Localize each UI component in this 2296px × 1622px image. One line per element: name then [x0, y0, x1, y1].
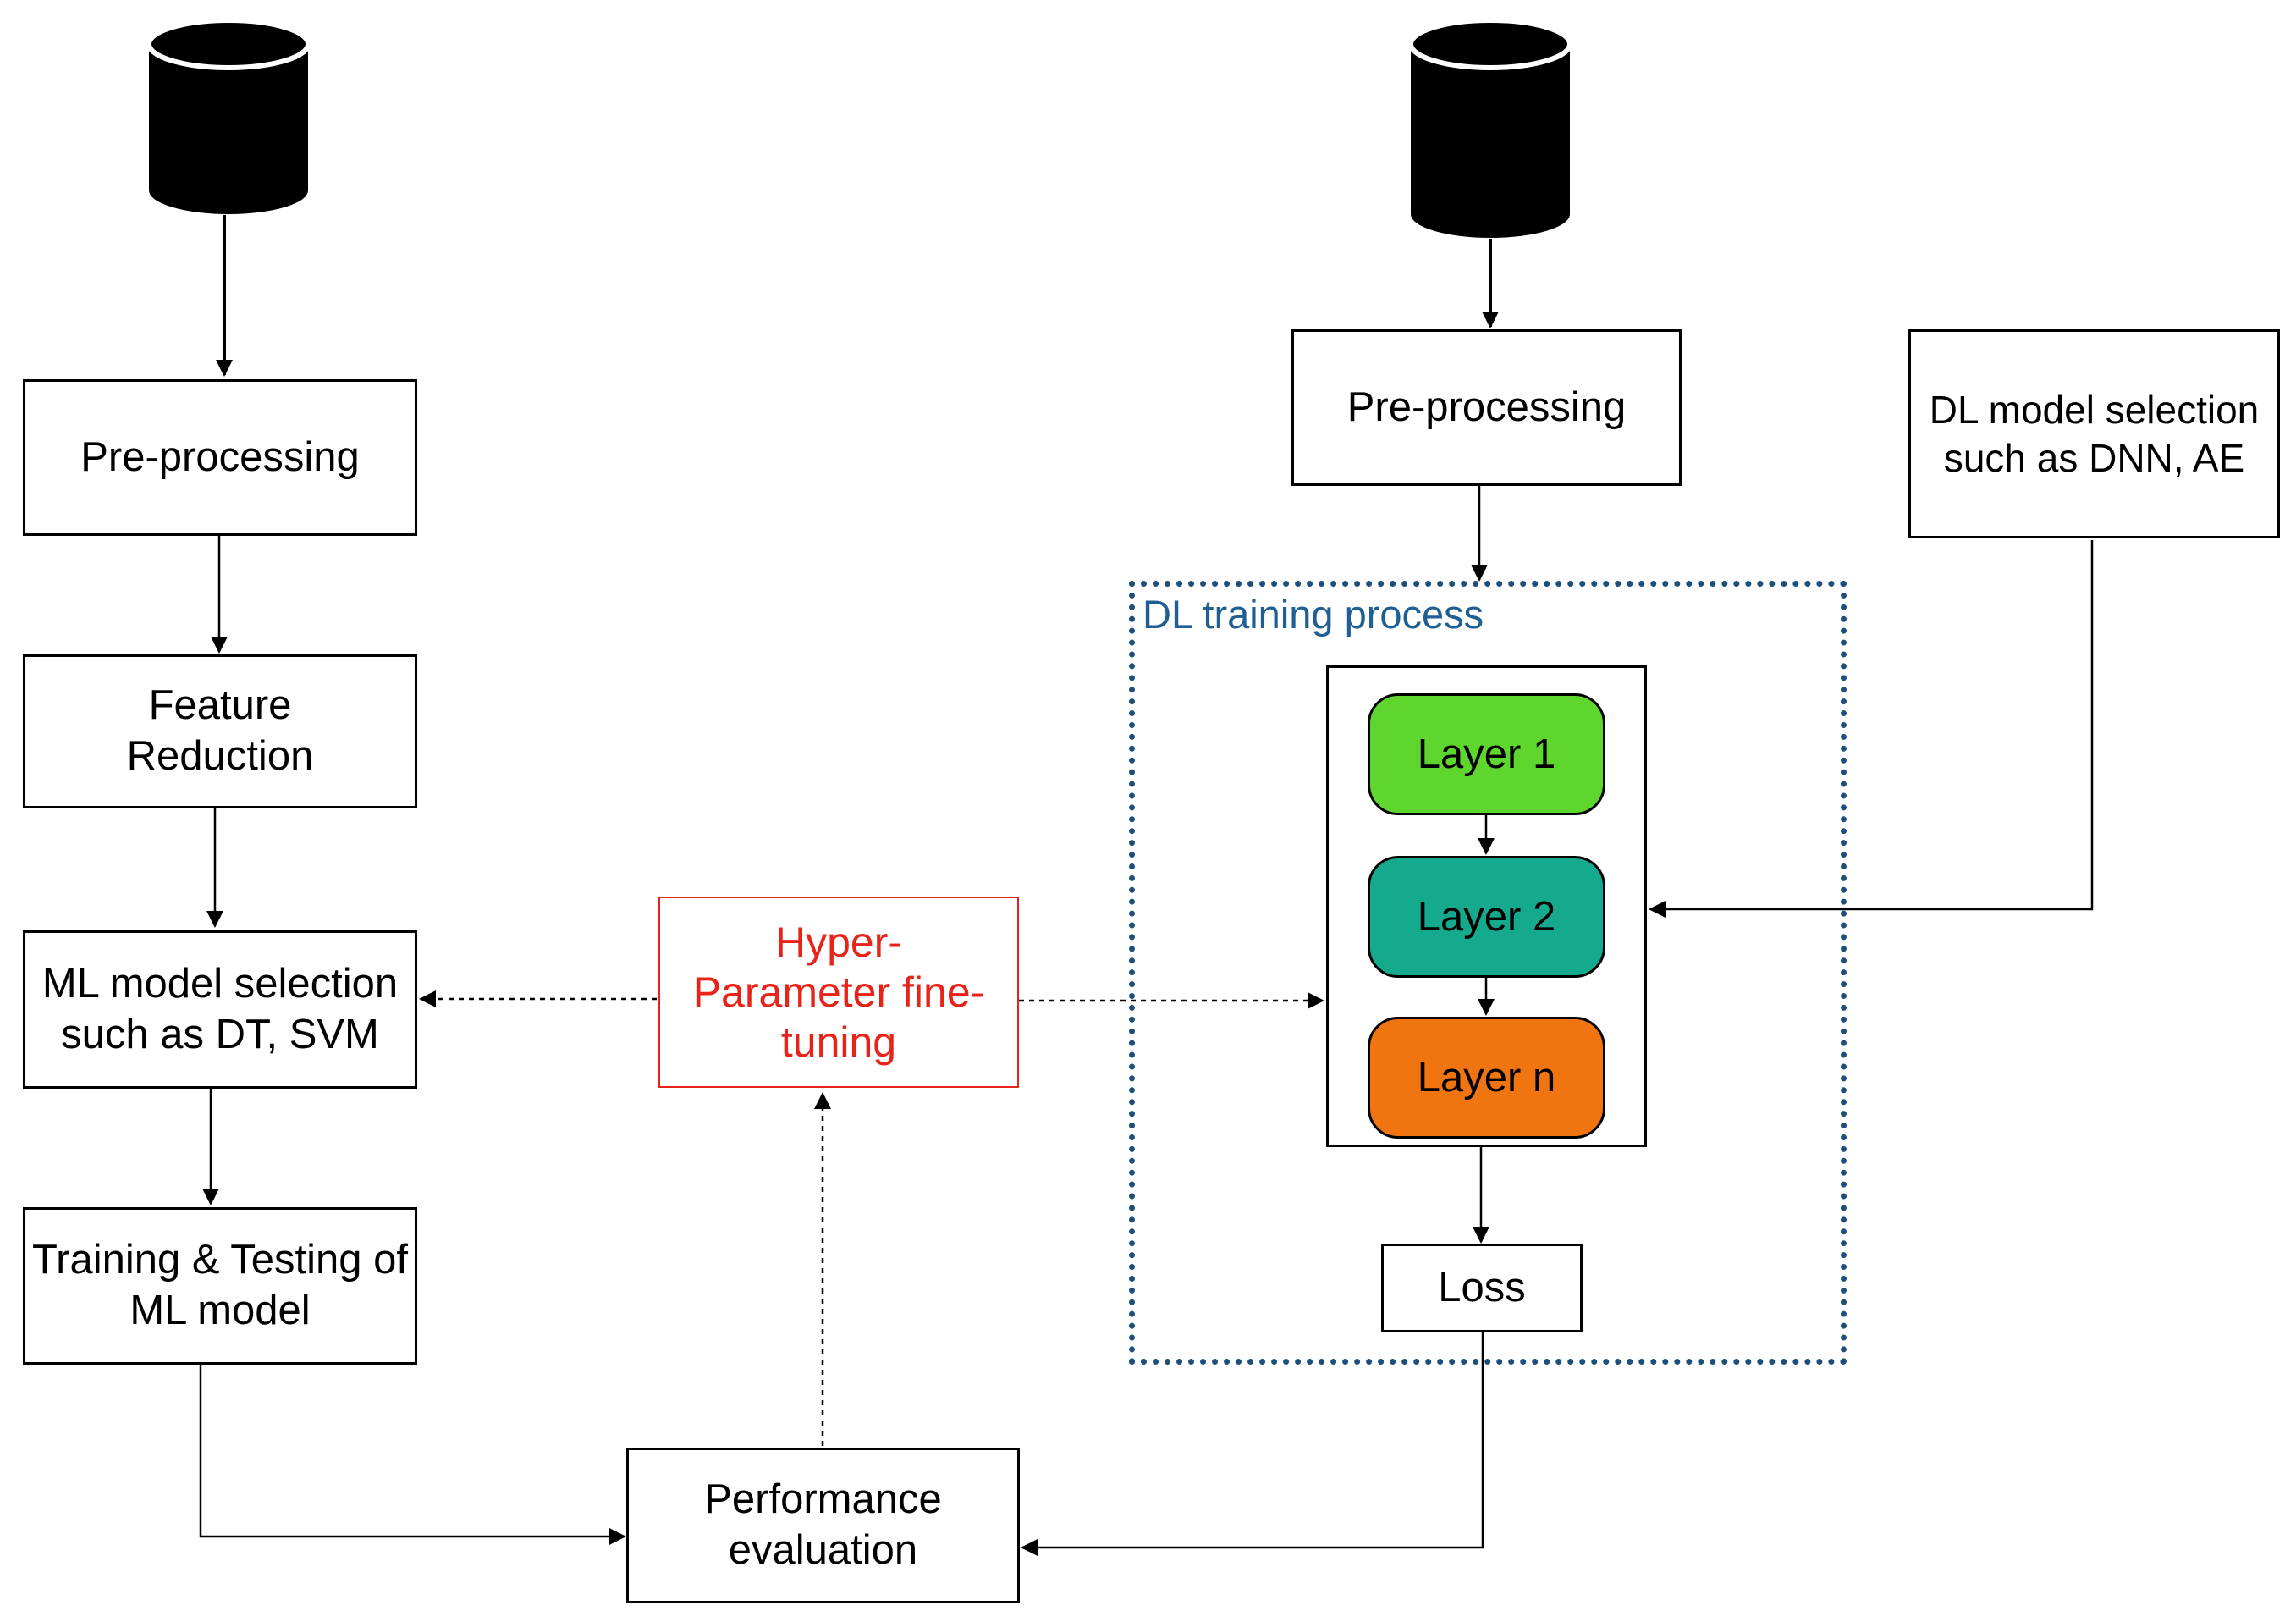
dl-model-selection-box: DL model selection such as DNN, AE — [1908, 329, 2280, 538]
dl-training-process-label: DL training process — [1142, 592, 1484, 637]
right-database-icon — [1408, 18, 1572, 238]
arrow-training-to-performance — [199, 1363, 626, 1545]
arrow-dl-model-selection-to-layers — [1649, 540, 2094, 918]
feature-reduction-box: Feature Reduction — [23, 654, 417, 808]
layers-frame — [1326, 665, 1647, 1147]
ml-model-selection-box: ML model selection such as DT, SVM — [23, 930, 417, 1089]
left-database-icon — [146, 18, 311, 214]
layer-1: Layer 1 — [1368, 693, 1605, 815]
hyperparameter-tuning-box: Hyper- Parameter fine- tuning — [658, 897, 1019, 1088]
performance-evaluation-box: Performance evaluation — [626, 1448, 1020, 1603]
layer-2: Layer 2 — [1368, 856, 1605, 978]
dl-preprocessing-box: Pre-processing — [1291, 329, 1682, 486]
loss-box: Loss — [1381, 1244, 1583, 1332]
dl-training-process-frame — [1129, 581, 1847, 1365]
layer-n: Layer n — [1368, 1017, 1605, 1139]
arrow-loss-to-performance — [1021, 1331, 1484, 1556]
ml-training-testing-box: Training & Testing of ML model — [23, 1207, 417, 1365]
ml-preprocessing-box: Pre-processing — [23, 379, 417, 536]
